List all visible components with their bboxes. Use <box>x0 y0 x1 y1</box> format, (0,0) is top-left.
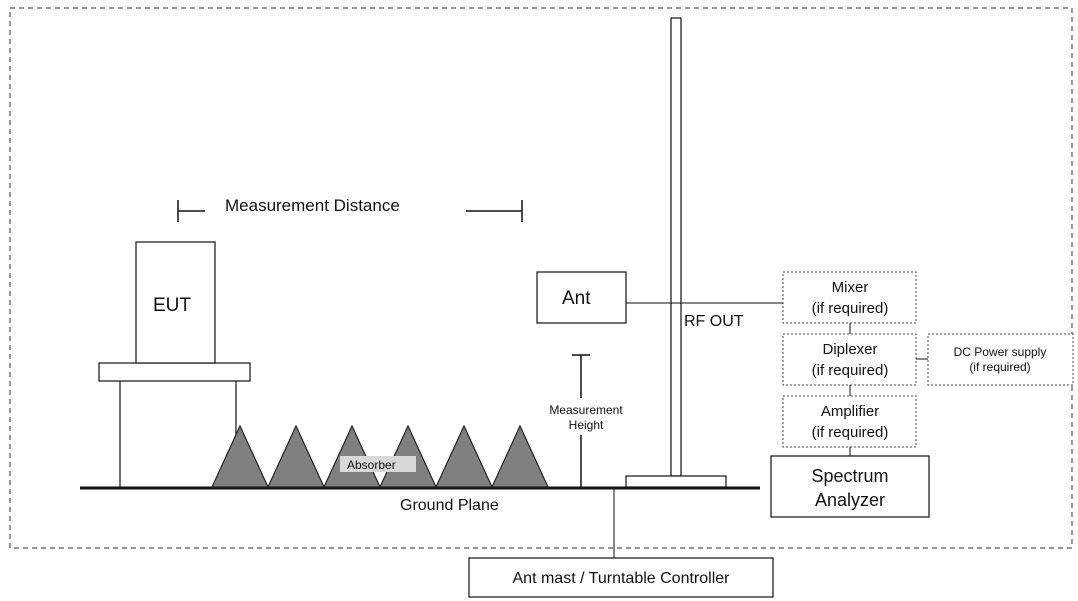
spectrum-analyzer-label-1: Spectrum <box>811 466 888 486</box>
spectrum-analyzer-label-2: Analyzer <box>815 490 885 510</box>
dc-power-label-1: DC Power supply <box>954 345 1047 359</box>
measurement-height-label-2: Height <box>569 418 604 432</box>
eut-label: EUT <box>153 295 191 316</box>
mixer-box <box>782 271 917 324</box>
amplifier-box <box>782 395 917 448</box>
amplifier-label-1: Amplifier <box>821 403 879 420</box>
amplifier-label-2: (if required) <box>812 424 889 441</box>
ground-plane-label: Ground Plane <box>400 497 499 514</box>
diplexer-label-2: (if required) <box>812 362 889 379</box>
dc-power-box <box>927 333 1074 386</box>
ant-box <box>536 271 627 324</box>
absorber-label: Absorber <box>347 458 396 472</box>
mixer-label-2: (if required) <box>812 300 889 317</box>
diplexer-box <box>782 333 917 386</box>
measurement-distance-bracket <box>177 200 523 222</box>
rf-out-label: RF OUT <box>684 313 744 330</box>
mast-base <box>625 475 727 488</box>
controller-label: Ant mast / Turntable Controller <box>513 570 731 587</box>
mixer-label-1: Mixer <box>832 279 869 296</box>
antenna-mast <box>670 17 682 477</box>
ant-label: Ant <box>562 288 591 309</box>
measurement-distance-label: Measurement Distance <box>225 196 400 215</box>
spectrum-analyzer-box <box>770 455 930 518</box>
controller-box <box>468 557 774 598</box>
measurement-height-label-1: Measurement <box>549 403 623 417</box>
eut-box <box>135 241 216 364</box>
measurement-height-marker <box>572 354 590 487</box>
chamber-boundary <box>9 7 1073 549</box>
diplexer-label-1: Diplexer <box>822 341 877 358</box>
absorber-label-box <box>340 456 416 472</box>
dc-power-label-2: (if required) <box>969 360 1030 374</box>
